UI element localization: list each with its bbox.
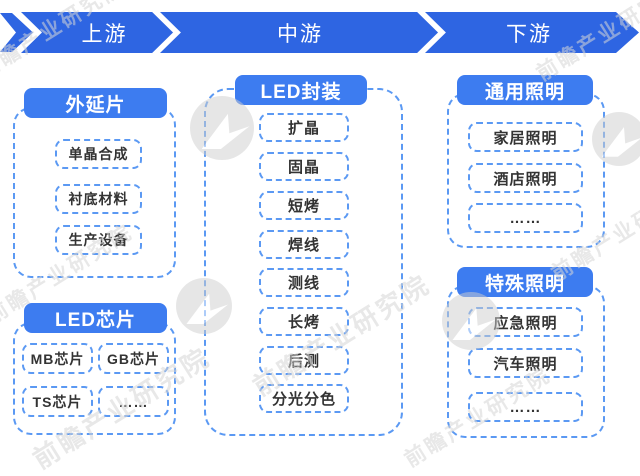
group-header-led-packaging: LED封装 — [235, 75, 367, 105]
item-long-bake: 长烤 — [259, 307, 349, 336]
banner-separator-1 — [152, 12, 181, 53]
item-substrate-material: 衬底材料 — [55, 184, 142, 214]
banner-arrow-body — [21, 12, 639, 53]
item-production-equipment: 生产设备 — [55, 225, 142, 255]
item-general-lighting-ellipsis: …… — [468, 203, 583, 233]
group-container-led-chip — [13, 322, 176, 435]
item-emergency-lighting: 应急照明 — [468, 307, 583, 337]
group-header-epitaxial-wafer: 外延片 — [24, 88, 167, 118]
item-special-lighting-ellipsis: …… — [468, 392, 583, 422]
banner-left-chevron — [0, 13, 33, 52]
item-die-expansion: 扩晶 — [259, 113, 349, 142]
banner-segment-downstream: 下游 — [506, 22, 552, 46]
item-die-bonding: 固晶 — [259, 152, 349, 181]
process-arrow-banner — [0, 12, 639, 53]
banner-segment-midstream: 中游 — [277, 22, 323, 46]
item-gb-chip: GB芯片 — [98, 343, 169, 374]
item-mb-chip: MB芯片 — [22, 343, 93, 374]
item-sorting-binning: 分光分色 — [259, 384, 349, 413]
item-wire-testing: 测线 — [259, 268, 349, 297]
item-ts-chip: TS芯片 — [22, 386, 93, 417]
item-single-crystal-synthesis: 单晶合成 — [55, 139, 142, 169]
item-hotel-lighting: 酒店照明 — [468, 163, 583, 193]
item-automotive-lighting: 汽车照明 — [468, 348, 583, 378]
item-wire-bonding: 焊线 — [259, 230, 349, 259]
group-header-special-lighting: 特殊照明 — [457, 267, 593, 297]
item-home-lighting: 家居照明 — [468, 122, 583, 152]
item-post-testing: 后测 — [259, 346, 349, 375]
item-short-bake: 短烤 — [259, 191, 349, 220]
banner-separator-2 — [417, 12, 446, 53]
group-header-general-lighting: 通用照明 — [457, 75, 593, 105]
banner-segment-upstream: 上游 — [81, 22, 128, 46]
item-chip-ellipsis: …… — [98, 386, 169, 417]
group-header-led-chip: LED芯片 — [24, 303, 167, 333]
